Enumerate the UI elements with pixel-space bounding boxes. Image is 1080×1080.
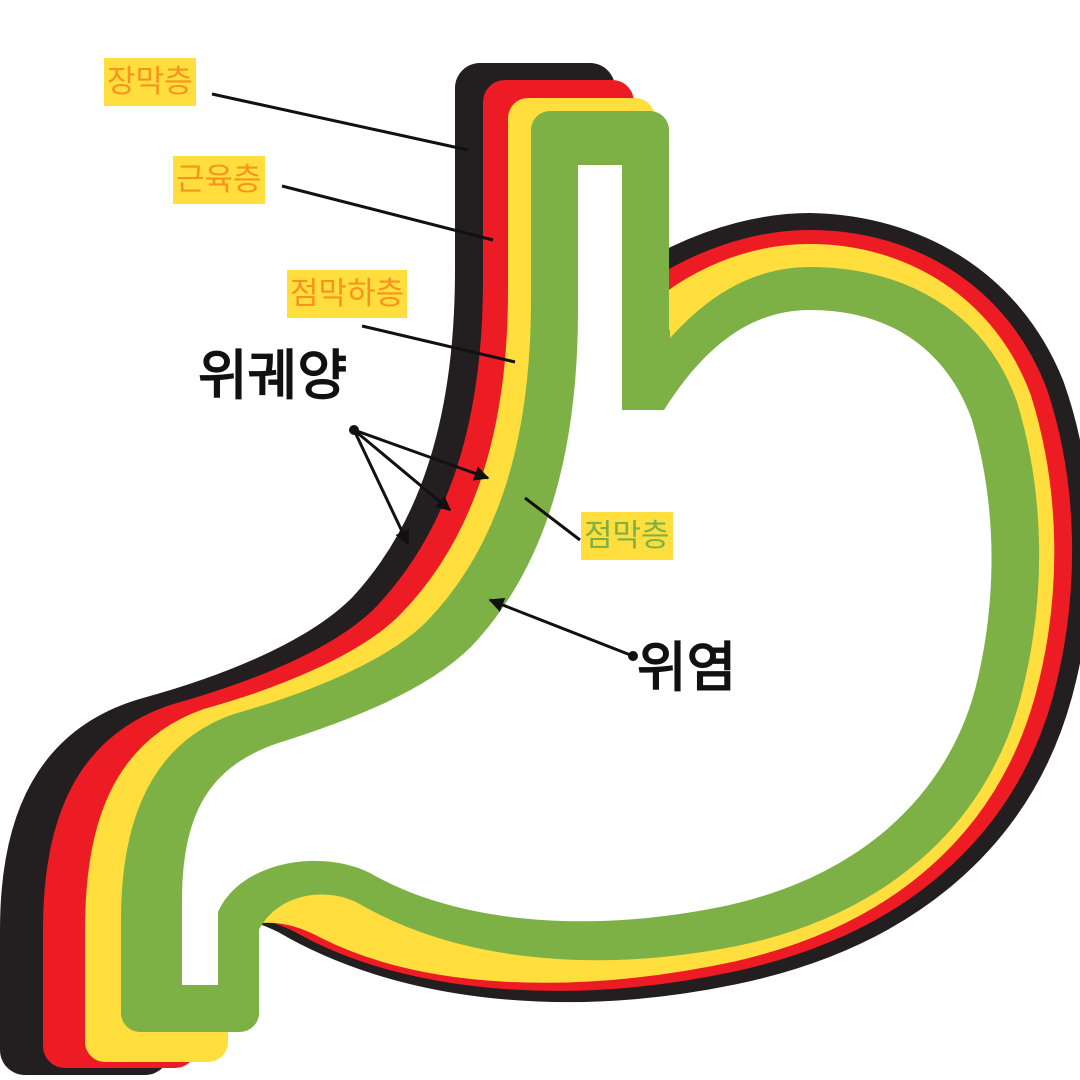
submucosa-leader-line [361, 324, 516, 364]
ulcer-arrow-to-submucosa [353, 428, 490, 481]
ulcer-arrows [349, 425, 490, 546]
ulcer-label: 위궤양 [198, 344, 348, 407]
muscularis-label: 근육층 [173, 156, 265, 204]
serosa-label: 장막층 [104, 58, 196, 106]
serosa-leader-line [211, 92, 469, 152]
stomach-lumen [180, 165, 992, 985]
mucosa-leader-line [524, 496, 581, 542]
mucosa-inner-edge [178, 165, 578, 985]
gastritis-arrow [488, 597, 634, 658]
leader-lines [211, 92, 581, 542]
ulcer-arrow-to-muscularis [353, 428, 452, 512]
submucosa-label: 점막하층 [287, 270, 408, 318]
muscularis-leader-line [281, 184, 494, 242]
mucosa-label: 점막층 [581, 512, 673, 560]
gastritis-arrow-group [488, 597, 638, 661]
ulcer-arrow-to-serosa [352, 429, 410, 546]
gastritis-label: 위염 [637, 636, 737, 699]
